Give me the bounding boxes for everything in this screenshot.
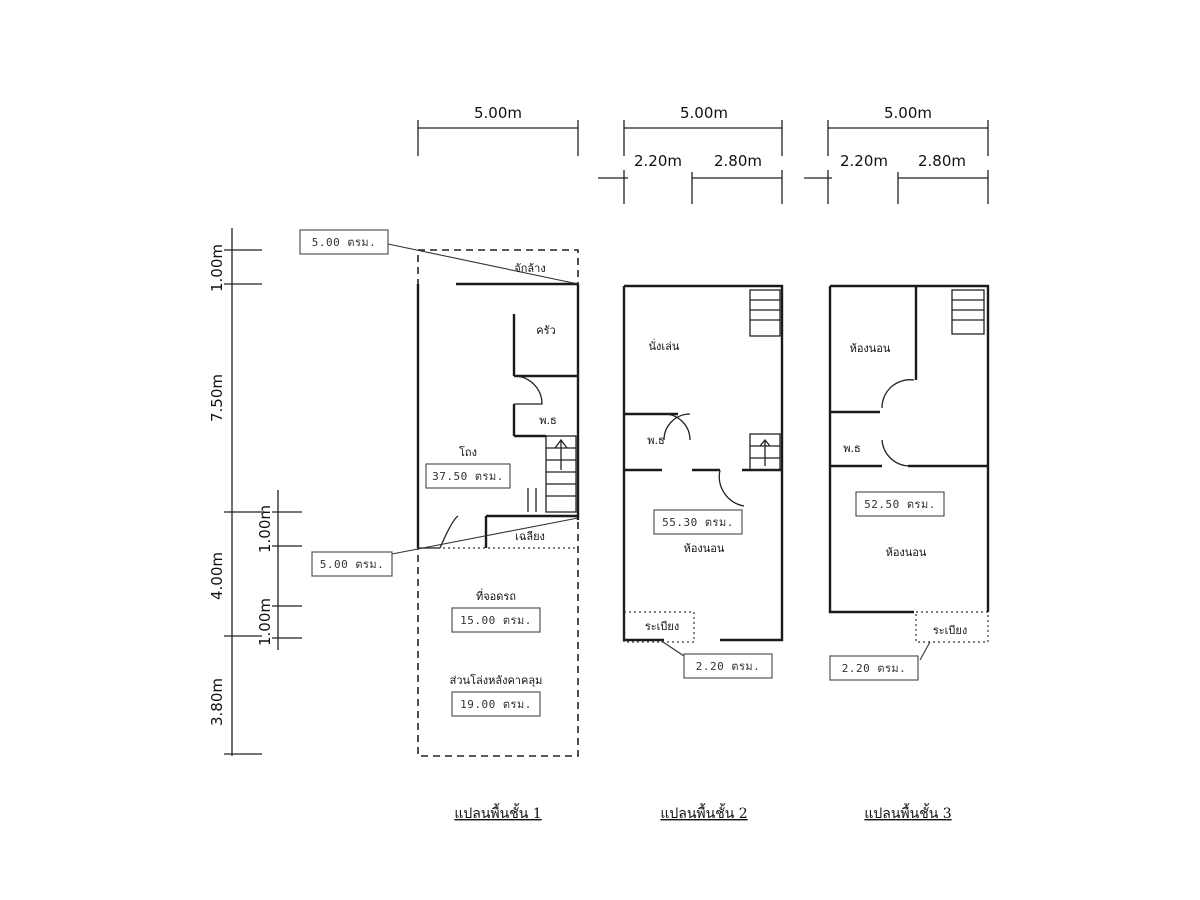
top-dimensions: 5.00m 5.00m 2.20m 2.80m 5.00m 2.20m 2.80… bbox=[417, 104, 989, 204]
plan1-drawing bbox=[387, 243, 580, 757]
room-p1-wc: พ.ธ bbox=[539, 414, 556, 427]
room-p3-wc: พ.ธ bbox=[843, 442, 860, 455]
room-p1-parking: ที่จอดรถ bbox=[476, 588, 516, 603]
dim-left-1: 1.00m bbox=[208, 244, 226, 292]
area-p1-rear: 19.00 ตรม. bbox=[460, 698, 532, 711]
dim-plan3-right: 2.80m bbox=[918, 152, 966, 170]
room-p3-bedroom2: ห้องนอน bbox=[886, 546, 927, 559]
room-p1-porch: จักล้าง bbox=[514, 262, 545, 275]
area-p3-balcony: 2.20 ตรม. bbox=[842, 662, 907, 675]
dim-left-2: 7.50m bbox=[208, 374, 226, 422]
room-p2-living: นั่งเล่น bbox=[649, 338, 680, 353]
area-labels: 5.00 ตรม. 37.50 ตรม. 5.00 ตรม. 15.00 ตรม… bbox=[299, 229, 945, 717]
room-p1-hall: โถง bbox=[459, 445, 477, 459]
plan2-drawing bbox=[622, 284, 784, 657]
room-p2-wc: พ.ธ bbox=[647, 434, 664, 447]
room-p2-bedroom: ห้องนอน bbox=[684, 542, 725, 555]
left-dimensions: 1.00m 7.50m 4.00m 3.80m 1.00m 1.00m bbox=[208, 228, 302, 756]
dim-plan2-right: 2.80m bbox=[714, 152, 762, 170]
area-p2-main: 55.30 ตรม. bbox=[662, 516, 734, 529]
room-p1-rear: ส่วนโล่งหลังคาคลุม bbox=[450, 673, 543, 687]
area-p1-main: 37.50 ตรม. bbox=[432, 470, 504, 483]
title-plan3: แปลนพื้นชั้น 3 bbox=[864, 803, 951, 822]
dim-plan3-width: 5.00m bbox=[884, 104, 932, 122]
room-p1-kitchen: ครัว bbox=[536, 324, 555, 337]
dim-left-4: 3.80m bbox=[208, 678, 226, 726]
room-labels: จักล้าง ครัว พ.ธ โถง เฉลียง ที่จอดรถ ส่ว… bbox=[450, 262, 968, 687]
plan-titles: แปลนพื้นชั้น 1 แปลนพื้นชั้น 2 แปลนพื้นชั… bbox=[454, 803, 951, 822]
title-plan2: แปลนพื้นชั้น 2 bbox=[660, 803, 747, 822]
area-p3-main: 52.50 ตรม. bbox=[864, 498, 936, 511]
room-p3-balcony: ระเบียง bbox=[933, 624, 967, 637]
dim-left-3: 4.00m bbox=[208, 552, 226, 600]
dim-inner-2: 1.00m bbox=[256, 598, 274, 646]
area-p1-top: 5.00 ตรม. bbox=[312, 236, 377, 249]
dim-plan2-left: 2.20m bbox=[634, 152, 682, 170]
dim-inner-1: 1.00m bbox=[256, 505, 274, 553]
area-p2-balcony: 2.20 ตรม. bbox=[696, 660, 761, 673]
room-p3-bedroom1: ห้องนอน bbox=[850, 342, 891, 355]
dim-plan2-width: 5.00m bbox=[680, 104, 728, 122]
plan3-drawing bbox=[828, 284, 990, 661]
room-p1-entrance: เฉลียง bbox=[515, 530, 545, 543]
title-plan1: แปลนพื้นชั้น 1 bbox=[454, 803, 541, 822]
area-p1-lower: 5.00 ตรม. bbox=[320, 558, 385, 571]
area-p1-parking: 15.00 ตรม. bbox=[460, 614, 532, 627]
room-p2-balcony: ระเบียง bbox=[645, 620, 679, 633]
dim-plan1-width: 5.00m bbox=[474, 104, 522, 122]
dim-plan3-left: 2.20m bbox=[840, 152, 888, 170]
